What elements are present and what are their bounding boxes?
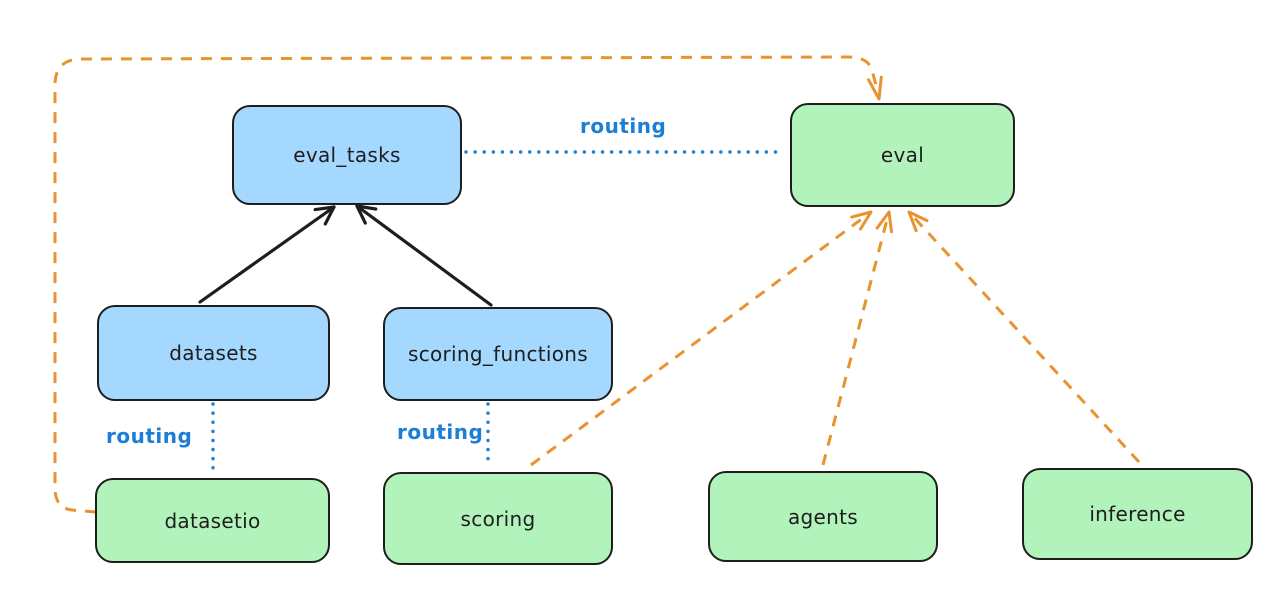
node-eval-label: eval	[880, 143, 925, 167]
node-datasets: datasets	[97, 305, 330, 401]
edge-label-routing-eval-tasks-eval: routing	[580, 114, 667, 138]
node-eval-tasks-label: eval_tasks	[293, 143, 401, 167]
node-scoring-functions: scoring_functions	[383, 307, 613, 401]
node-agents-label: agents	[788, 504, 858, 529]
node-eval-tasks: eval_tasks	[232, 105, 462, 205]
node-scoring: scoring	[383, 472, 613, 565]
node-scoring-functions-label: scoring_functions	[407, 342, 589, 366]
edge-label-routing-datasets-datasetio: routing	[106, 424, 193, 448]
node-agents: agents	[708, 471, 938, 562]
node-datasets-label: datasets	[169, 341, 258, 365]
node-inference-label: inference	[1089, 502, 1186, 526]
node-datasetio: datasetio	[95, 478, 330, 563]
node-datasetio-label: datasetio	[164, 508, 261, 533]
node-eval: eval	[790, 103, 1015, 207]
node-inference: inference	[1022, 468, 1253, 560]
edge-label-routing-scoring-functions-scoring: routing	[397, 420, 484, 444]
node-scoring-label: scoring	[460, 506, 536, 531]
